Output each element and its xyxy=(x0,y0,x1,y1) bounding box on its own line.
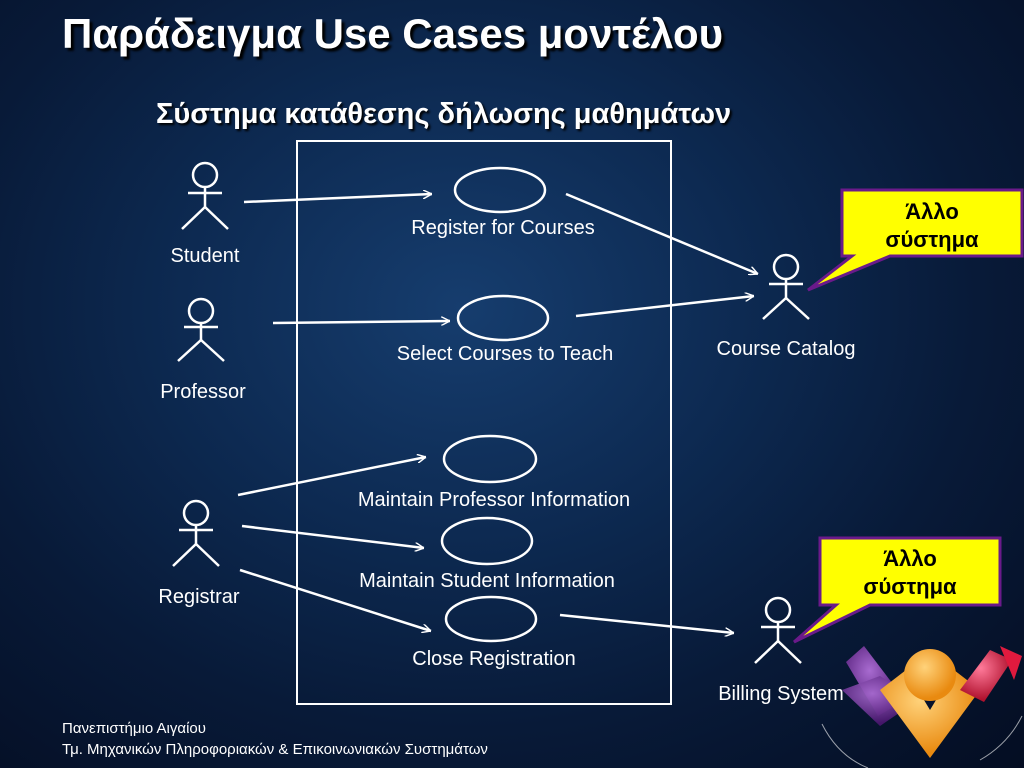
page-title: Παράδειγμα Use Cases μοντέλου xyxy=(62,10,724,57)
usecase-label-maintain-professor-information: Maintain Professor Information xyxy=(358,489,630,511)
usecase-label-register-for-courses: Register for Courses xyxy=(411,217,594,239)
association-professor-select xyxy=(272,321,450,323)
association-register-catalog xyxy=(565,192,758,274)
usecase-label-maintain-student-information: Maintain Student Information xyxy=(359,570,615,592)
association-select-catalog xyxy=(575,296,754,318)
callout-line-1: Άλλο xyxy=(905,199,959,224)
actor-label-registrar: Registrar xyxy=(158,586,239,608)
association-registrar-close xyxy=(239,568,431,631)
actor-label-billing-system: Billing System xyxy=(718,683,844,705)
callout-text-billing: Άλλο σύστημα xyxy=(822,545,998,601)
actor-billing-system xyxy=(754,596,802,664)
actor-label-course-catalog: Course Catalog xyxy=(717,338,856,360)
actor-professor xyxy=(177,297,225,362)
actor-label-student: Student xyxy=(171,245,240,267)
actor-registrar xyxy=(172,499,220,567)
actor-student xyxy=(181,161,229,230)
actor-label-professor: Professor xyxy=(160,381,246,403)
usecase-select-courses-to-teach xyxy=(456,294,550,342)
usecase-maintain-student-information xyxy=(440,516,534,566)
callout-text-catalog: Άλλο σύστημα xyxy=(844,198,1020,254)
usecase-label-close-registration: Close Registration xyxy=(412,648,575,670)
callout-line-2: σύστημα xyxy=(885,227,979,252)
usecase-label-select-courses-to-teach: Select Courses to Teach xyxy=(397,343,613,365)
callout-line-1: Άλλο xyxy=(883,546,937,571)
usecase-maintain-professor-information xyxy=(442,434,538,484)
callout-other-system-catalog xyxy=(807,188,1024,292)
callout-line-2: σύστημα xyxy=(863,574,957,599)
callout-other-system-billing xyxy=(793,536,1002,644)
usecase-close-registration xyxy=(444,595,538,643)
system-boundary xyxy=(296,140,672,705)
association-registrar-professor-info xyxy=(237,457,426,497)
association-registrar-student-info xyxy=(241,524,424,548)
footer-university: Πανεπιστήμιο Αιγαίου xyxy=(62,720,206,737)
footer-department: Τμ. Μηχανικών Πληροφοριακών & Επικοινωνι… xyxy=(62,741,488,758)
university-logo-icon xyxy=(821,646,1023,768)
association-student-register xyxy=(243,194,432,204)
actor-course-catalog xyxy=(762,253,810,320)
usecase-register-for-courses xyxy=(453,166,547,214)
association-close-billing xyxy=(559,613,734,633)
diagram-subtitle: Σύστημα κατάθεσης δήλωσης μαθημάτων xyxy=(156,98,732,130)
